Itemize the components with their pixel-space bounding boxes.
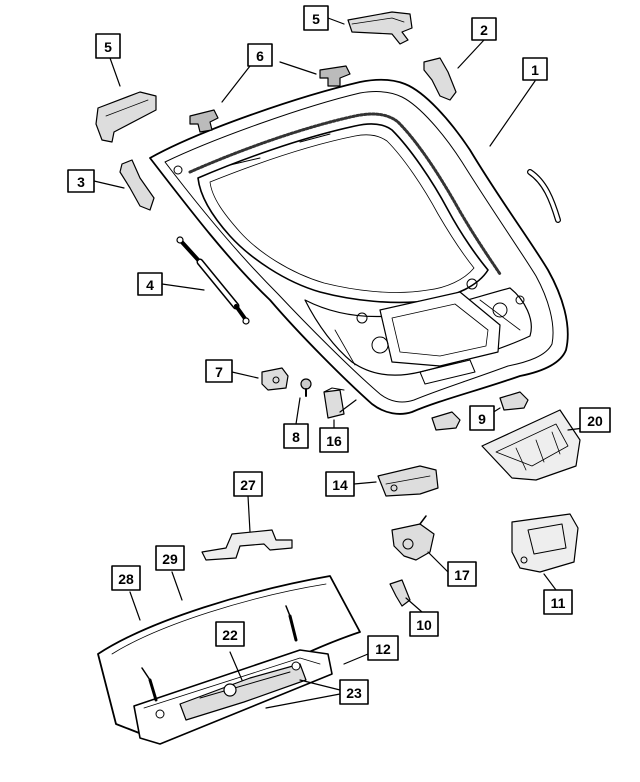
stop-block [261, 367, 289, 391]
lamp-left [431, 411, 461, 431]
bracket-upper-left [95, 91, 157, 143]
svg-text:11: 11 [551, 595, 566, 611]
svg-text:7: 7 [215, 364, 223, 380]
svg-text:22: 22 [222, 627, 238, 643]
bumper-right [319, 65, 351, 87]
wiper-assembly [141, 605, 307, 721]
hinge-right [423, 57, 457, 101]
bracket-upper-right [347, 11, 413, 45]
callout-5-left: 5 [95, 33, 121, 59]
callout-6: 6 [247, 43, 273, 67]
svg-text:8: 8 [292, 429, 300, 445]
svg-text:12: 12 [375, 641, 391, 657]
svg-text:16: 16 [326, 433, 342, 449]
callout-1: 1 [522, 57, 548, 81]
svg-text:29: 29 [162, 551, 178, 567]
release-switch [323, 387, 345, 419]
latch [391, 515, 435, 561]
callout-22: 22 [215, 621, 245, 647]
callout-8: 8 [283, 423, 309, 449]
callout-12: 12 [367, 635, 399, 661]
callout-4: 4 [137, 272, 163, 296]
callout-11: 11 [543, 589, 573, 615]
mount-bracket [201, 529, 293, 561]
callout-10: 10 [409, 611, 439, 637]
callout-7: 7 [205, 359, 233, 383]
weatherstrip [527, 169, 561, 223]
svg-text:27: 27 [240, 477, 256, 493]
striker [389, 579, 411, 607]
svg-text:17: 17 [454, 567, 470, 583]
callout-2: 2 [471, 17, 497, 41]
svg-text:28: 28 [118, 571, 134, 587]
callout-23: 23 [339, 679, 369, 705]
callout-3: 3 [67, 169, 95, 193]
callout-20: 20 [579, 407, 611, 433]
callout-27: 27 [233, 471, 263, 497]
trim-bracket [481, 409, 581, 481]
svg-text:5: 5 [104, 39, 112, 55]
screw [300, 378, 312, 397]
bumper-left [189, 109, 219, 133]
lamp-right [499, 391, 529, 411]
callout-16: 16 [319, 427, 349, 453]
liftgate-panel [149, 78, 569, 415]
gas-strut [176, 236, 250, 325]
svg-text:6: 6 [256, 48, 264, 64]
callout-14: 14 [325, 471, 355, 497]
svg-text:10: 10 [416, 617, 432, 633]
svg-text:4: 4 [146, 277, 154, 293]
callout-9: 9 [469, 405, 495, 431]
svg-text:5: 5 [312, 11, 320, 27]
handle-switch [377, 465, 439, 497]
svg-text:1: 1 [531, 62, 539, 78]
svg-text:2: 2 [480, 22, 488, 38]
svg-text:20: 20 [587, 413, 603, 429]
callout-28: 28 [111, 565, 141, 591]
callout-17: 17 [447, 561, 477, 587]
hinge-left [119, 159, 155, 211]
svg-text:23: 23 [346, 685, 362, 701]
svg-text:14: 14 [332, 477, 348, 493]
svg-text:9: 9 [478, 411, 486, 427]
callout-29: 29 [155, 545, 185, 571]
callout-5-top: 5 [303, 5, 329, 31]
latch-cover [511, 513, 579, 573]
svg-text:3: 3 [77, 174, 85, 190]
